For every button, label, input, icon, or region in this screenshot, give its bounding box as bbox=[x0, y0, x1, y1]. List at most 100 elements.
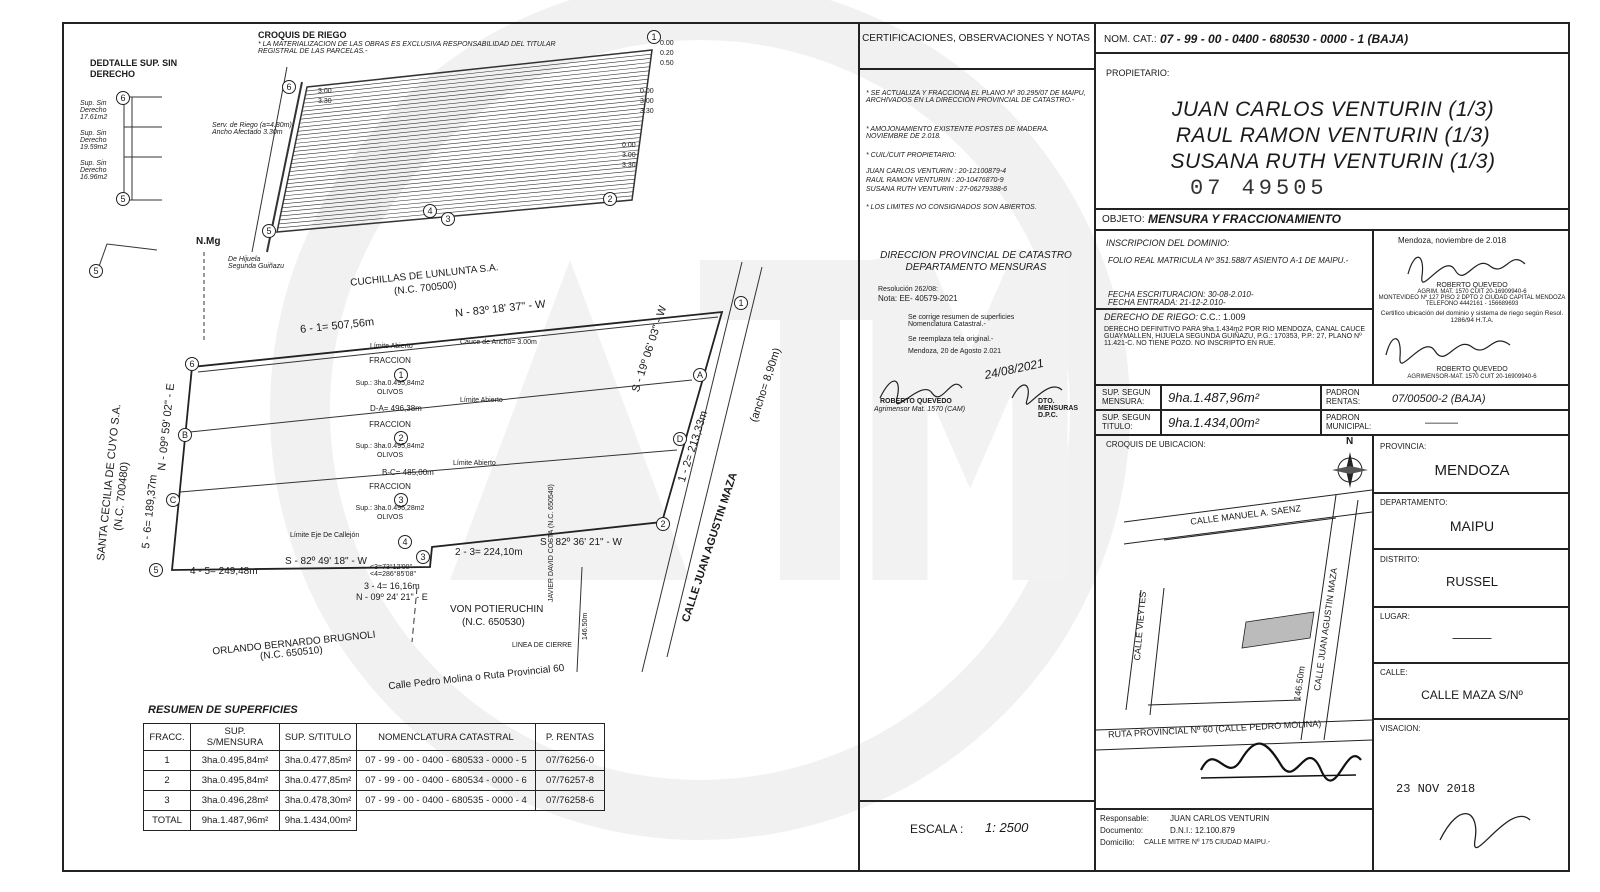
divider bbox=[1096, 229, 1570, 231]
von-label: VON POTIERUCHIN bbox=[450, 604, 544, 615]
plan-drawing bbox=[96, 49, 763, 673]
divider bbox=[1096, 52, 1570, 54]
dim-label-9: 0.00 bbox=[622, 142, 636, 149]
table-cell: 07/76256-0 bbox=[535, 750, 605, 771]
agrim-tel: TELEFONO 4442161 - 156689693 bbox=[1425, 301, 1519, 307]
lugar-label: LUGAR: bbox=[1380, 612, 1410, 621]
divider-right bbox=[1094, 22, 1096, 872]
dim-label-5: 3.30 bbox=[318, 98, 332, 105]
signature-agrim-1-icon bbox=[1407, 256, 1526, 283]
hatch-line bbox=[291, 128, 642, 164]
divider bbox=[1096, 308, 1372, 310]
firma-dpc: DTO. MENSURAS D.P.C. bbox=[1038, 398, 1079, 419]
divider bbox=[1372, 229, 1374, 384]
cert-title: CERTIFICACIONES, OBSERVACIONES Y NOTAS bbox=[862, 33, 1090, 44]
divider bbox=[1372, 434, 1374, 872]
table-cell: 07/76257-8 bbox=[535, 770, 605, 791]
side-2-3: 2 - 3= 224,10m bbox=[455, 547, 523, 558]
reemplaza-label: Se reemplaza tela original.- bbox=[908, 336, 994, 343]
hatch-line bbox=[303, 66, 650, 104]
fraccion-2-uso: OLIVOS bbox=[376, 452, 404, 459]
detalle-label-3: Sup. Sin Derecho 16.96m2 bbox=[80, 160, 108, 181]
fraccion-2-sup: Sup.: 3ha.0.495,84m2 bbox=[355, 443, 425, 450]
hatch-line bbox=[290, 133, 641, 168]
dim-label-2: 0.20 bbox=[660, 50, 674, 57]
visacion-label: VISACION: bbox=[1380, 724, 1421, 733]
divider bbox=[1374, 548, 1570, 550]
cert-cuit-2: RAUL RAMON VENTURIN : 20-10476870-9 bbox=[866, 177, 1004, 184]
nota-label: Nota: EE- 40579-2021 bbox=[878, 294, 958, 303]
firma-quevedo: ROBERTO QUEVEDO bbox=[880, 398, 952, 405]
hatch-line bbox=[306, 53, 652, 92]
divider-left bbox=[858, 22, 860, 872]
sup-mensura-value: 9ha.1.487,96m² bbox=[1168, 390, 1260, 405]
divider bbox=[1096, 384, 1570, 386]
vertex-5-detalle: 5 bbox=[116, 192, 130, 206]
propietario-3: SUSANA RUTH VENTURIN (1/3) bbox=[1170, 150, 1496, 173]
hatch-line bbox=[286, 149, 639, 184]
hatch-line bbox=[301, 74, 649, 112]
documento-label: Documento: bbox=[1100, 826, 1144, 835]
limite-abierto-1: Límite Abierto bbox=[370, 343, 413, 350]
fraccion-1-sup: Sup.: 3ha.0.495,84m2 bbox=[355, 380, 425, 387]
agrim2-mat: AGRIMENSOR-MAT. 1570 CUIT 20-16909940-6 bbox=[1407, 374, 1537, 380]
vertex-4-croquis: 4 bbox=[423, 204, 437, 218]
signature-agrim-2-icon bbox=[1385, 338, 1511, 364]
vertex-3-croquis: 3 bbox=[441, 212, 455, 226]
nmg-label: N.Mg bbox=[196, 236, 221, 247]
cert-note-2: * AMOJONAMIENTO EXISTENTE POSTES DE MADE… bbox=[866, 126, 1049, 140]
hatch-line bbox=[293, 116, 644, 152]
cert-cuit-1: JUAN CARLOS VENTURIN : 20-12100879-4 bbox=[866, 168, 1007, 175]
calle-value: CALLE MAZA S/Nº bbox=[1421, 688, 1523, 702]
resolucion-label: Resolución 262/08: bbox=[878, 286, 938, 293]
resumen-header: SUP. S/TITULO bbox=[279, 723, 357, 751]
limite-abierto-3: Límite Abierto bbox=[453, 460, 496, 467]
signature-quevedo-icon bbox=[879, 380, 1063, 405]
linea-cierre: LINEA DE CIERRE bbox=[512, 642, 572, 649]
distrito-label: DISTRITO: bbox=[1380, 555, 1420, 564]
resumen-title: RESUMEN DE SUPERFICIES bbox=[148, 704, 298, 716]
hatch-line bbox=[277, 195, 633, 229]
dim-label-11: 3.30 bbox=[622, 162, 636, 169]
hatch-line bbox=[287, 145, 640, 180]
table-cell: 3 bbox=[143, 790, 191, 811]
vertex-2: 2 bbox=[656, 517, 670, 531]
hatch-line bbox=[300, 83, 648, 120]
bearing-4-5: S - 82º 49' 18" - W bbox=[285, 556, 367, 567]
resumen-table: FRACC. SUP. S/MENSURA SUP. S/TITULO NOME… bbox=[143, 723, 605, 831]
divider bbox=[1096, 808, 1372, 810]
fraccion-2-num: 2 bbox=[394, 431, 408, 445]
hatch-line bbox=[285, 158, 638, 193]
total-titulo: 9ha.1.434,00m² bbox=[279, 810, 357, 831]
hatch-line bbox=[289, 137, 641, 172]
cert-note-1: * SE ACTUALIZA Y FRACCIONA EL PLANO Nº 3… bbox=[866, 90, 1086, 104]
vertex-5-corner: 5 bbox=[89, 264, 103, 278]
divider bbox=[1096, 434, 1570, 436]
hatch-line bbox=[284, 162, 638, 197]
corrige-label: Se corrige resumen de superficies Nomenc… bbox=[908, 314, 1015, 328]
escala-label: ESCALA : bbox=[910, 822, 964, 836]
dim-label-4: 3.00 bbox=[318, 88, 332, 95]
padron-rentas-value: 07/00500-2 (BAJA) bbox=[1392, 393, 1486, 405]
agrim-mat: AGRIM. MAT. 1570 CUIT 20-16909940-6 bbox=[1417, 289, 1527, 295]
hatch-line bbox=[306, 49, 653, 88]
fraccion-3-sup: Sup.: 3ha.0.496,28m2 bbox=[355, 505, 425, 512]
hatch-line bbox=[291, 124, 643, 160]
hatch-line bbox=[281, 178, 635, 213]
divider bbox=[1374, 718, 1570, 720]
hatch-line bbox=[286, 153, 639, 188]
hatch-line bbox=[283, 166, 637, 201]
agrim-name: ROBERTO QUEVEDO bbox=[1436, 282, 1508, 289]
fraccion-1-label: FRACCION bbox=[369, 356, 411, 365]
bearing-2-3: S - 82º 36' 21" - W bbox=[540, 537, 622, 548]
hatch-line bbox=[298, 91, 647, 128]
resumen-header: P. RENTAS bbox=[535, 723, 605, 751]
resumen-header: NOMENCLATURA CATASTRAL bbox=[356, 723, 536, 751]
table-row: 1 3ha.0.495,84m² 3ha.0.477,85m² 07 - 99 … bbox=[143, 750, 605, 771]
dim-label-1: 0.00 bbox=[660, 40, 674, 47]
mendoza-fecha: Mendoza, noviembre de 2.018 bbox=[1398, 236, 1507, 245]
table-cell: 3ha.0.496,28m² bbox=[190, 790, 280, 811]
croquis-title: CROQUIS DE RIEGO bbox=[258, 30, 347, 40]
vertex-3: 3 bbox=[416, 550, 430, 564]
propietario-2: RAUL RAMON VENTURIN (1/3) bbox=[1175, 124, 1491, 147]
